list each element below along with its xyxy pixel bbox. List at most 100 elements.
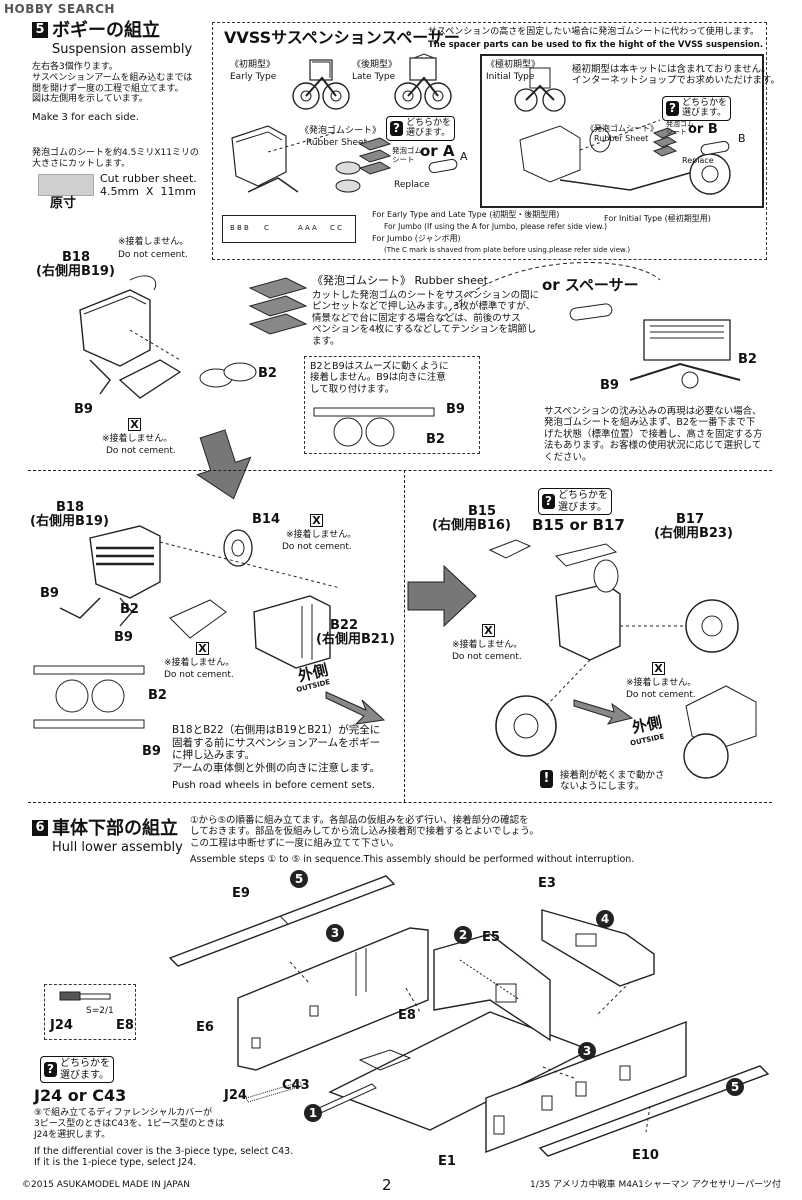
plate-label-c2: C C <box>330 224 343 232</box>
legend-early-late-en: For Early Type and Late Type <box>372 210 487 219</box>
rubber-sheet-stack <box>358 137 392 175</box>
diff-cover-note-en: If the differential cover is the 3-piece… <box>34 1146 294 1169</box>
legend-early-late-jp: (初期型・後期型用) <box>489 210 560 219</box>
rubber-sheet-label-2: 《発泡ゴムシート》 <box>586 124 658 133</box>
no-cement-x-icon-2: X <box>310 514 323 527</box>
question-icon: ? <box>542 494 555 509</box>
step6-title: 車体下部の組立 <box>52 818 178 839</box>
early-type-label: 《初期型》 <box>230 60 276 70</box>
no-cement-note-3: ※接着しません。 <box>286 530 357 540</box>
step6-circle-3-left: 3 <box>326 924 344 942</box>
or-spacer-label: or スペーサー <box>542 276 639 294</box>
legend-jumbo-a: For Jumbo (If using the A for Jumbo, ple… <box>384 222 608 231</box>
vvss-desc-en: The spacer parts can be used to fix the … <box>428 40 764 50</box>
part-e6-label: E6 <box>196 1020 214 1035</box>
rubber-sheet-swatch <box>38 174 94 196</box>
part-c43-label: C43 <box>282 1078 310 1093</box>
part-e8-label: E8 <box>398 1008 416 1023</box>
rubber-sheet-label-en: Rubber Sheet <box>306 138 368 148</box>
rubber-sheet-title-jp: 《発泡ゴムシート》 <box>312 274 411 287</box>
part-b17-label: B17 <box>676 512 704 527</box>
part-b14-label: B14 <box>252 512 280 527</box>
part-b9-label-3: B9 <box>114 630 133 645</box>
step5-number: 5 <box>32 22 48 38</box>
j24-or-c43-label: J24 or C43 <box>34 1086 127 1105</box>
step6-circle-4: 4 <box>596 910 614 928</box>
spacer-b9-label: B9 <box>600 378 619 393</box>
no-cement-note-1: ※接着しません。 <box>118 237 189 247</box>
rubber-cut-note-en: Cut rubber sheet. 4.5mm X 11mm <box>100 172 197 199</box>
smooth-move-note: B2とB9はスムーズに動くように 接着しません。B9は向きに注意 して取り付けま… <box>310 361 449 395</box>
push-note-en: Push road wheels in before cement sets. <box>172 780 375 791</box>
or-a-label: or A <box>420 142 455 160</box>
step5-subtitle: Suspension assembly <box>52 42 193 57</box>
part-b9-label: B9 <box>74 402 93 417</box>
part-b21-label: (右側用B21) <box>316 632 395 647</box>
initial-type-box <box>480 54 764 208</box>
legend-initial-en: For Initial Type <box>604 214 663 223</box>
no-cement-x-icon-5: X <box>652 662 665 675</box>
push-note: B18とB22（右側用はB19とB21）が完全に 固着する前にサスペンションアー… <box>172 724 381 774</box>
detail-j24-label: J24 <box>50 1018 73 1033</box>
section-divider-2 <box>28 802 772 803</box>
choose-one-label: どちらかを 選びます。 <box>406 118 452 139</box>
outside-arrow-icon <box>325 691 386 725</box>
early-bogie-drawing <box>292 59 350 110</box>
part-b9-label-2: B9 <box>40 586 59 601</box>
replace-label-2: Replace <box>682 156 714 165</box>
spacer-b2-label: B2 <box>738 352 757 367</box>
vvss-title: VVSSサスペンションスペーサー <box>224 28 460 47</box>
step5-title: ボギーの組立 <box>52 20 160 41</box>
no-cement-note-4-en: Do not cement. <box>164 670 234 680</box>
right-arrow-icon <box>407 564 477 628</box>
step6-circle-2: 2 <box>454 926 472 944</box>
outside-arrow-icon-2 <box>573 699 634 725</box>
replace-label: Replace <box>394 180 430 190</box>
rubber-sheet-label-2-en: Rubber Sheet <box>594 134 649 143</box>
hull-lower-exploded-drawing <box>168 875 770 1157</box>
step6-note: ①から⑤の順番に組み立てます。各部品の仮組みを必ず行い、接着部分の確認を してお… <box>190 815 539 849</box>
part-a-label: A <box>460 150 468 163</box>
step6-subtitle: Hull lower assembly <box>52 840 183 855</box>
part-e5-label: E5 <box>482 930 500 945</box>
spacer-part <box>569 303 613 321</box>
box-b9-label: B9 <box>446 402 465 417</box>
part-e1-label: E1 <box>438 1154 456 1169</box>
choose-one-label-4: どちらかを 選びます。 <box>60 1058 110 1081</box>
watermark-logo: HOBBY SEARCH <box>4 2 115 16</box>
rubber-sheet-label: 《発泡ゴムシート》 <box>300 126 382 136</box>
no-cement-note-4: ※接着しません。 <box>164 658 235 668</box>
actual-size-label: 原寸 <box>50 196 77 211</box>
part-j24-label: J24 <box>224 1088 247 1103</box>
spacer-b-shape <box>700 140 730 156</box>
copyright: ©2015 ASUKAMODEL <box>22 1180 120 1190</box>
vvss-desc: サスペンションの高さを固定したい場合に発泡ゴムシートに代わって使用します。 <box>428 27 759 37</box>
part-b22-label: B22 <box>330 618 358 633</box>
page-number: 2 <box>382 1176 392 1194</box>
no-cement-note-5: ※接着しません。 <box>452 640 523 650</box>
part-b2-label: B2 <box>258 366 277 381</box>
choose-one-label-2: どちらかを 選びます。 <box>682 98 728 119</box>
diff-cover-note: ⑨で組み立てるディファレンシャルカバーが 3ピース型のときはC43を、1ピース型… <box>34 1108 225 1140</box>
initial-type-label-en: Initial Type <box>486 72 535 82</box>
j24-detail-box <box>44 984 136 1040</box>
foam-label-2: 発泡ゴム シート <box>666 120 694 137</box>
or-b-label: or B <box>688 122 718 137</box>
no-cement-note-5-en: Do not cement. <box>452 652 522 662</box>
b2-b9-arm-detail <box>33 665 145 729</box>
question-icon: ? <box>666 100 679 116</box>
step5-note: 左右各3個作ります。 サスペンションアームを組み込むまでは 間を開けず一度の工程… <box>32 62 193 105</box>
spacer-plate <box>222 215 356 243</box>
section-divider-1 <box>28 470 772 471</box>
caution-icon: ! <box>540 770 553 788</box>
late-type-label-en: Late Type <box>352 72 396 82</box>
part-b18-label: B18 <box>62 250 90 265</box>
j24-detail-drawing <box>59 991 111 1001</box>
down-arrow-icon <box>196 429 252 500</box>
choose-one-label-3: どちらかを 選びます。 <box>558 490 608 513</box>
no-cement-x-icon-4: X <box>482 624 495 637</box>
foam-label: 発泡ゴム シート <box>392 146 422 164</box>
question-icon: ? <box>44 1062 57 1077</box>
part-b15-label: B15 <box>468 504 496 519</box>
no-cement-x-icon: X <box>128 418 141 431</box>
